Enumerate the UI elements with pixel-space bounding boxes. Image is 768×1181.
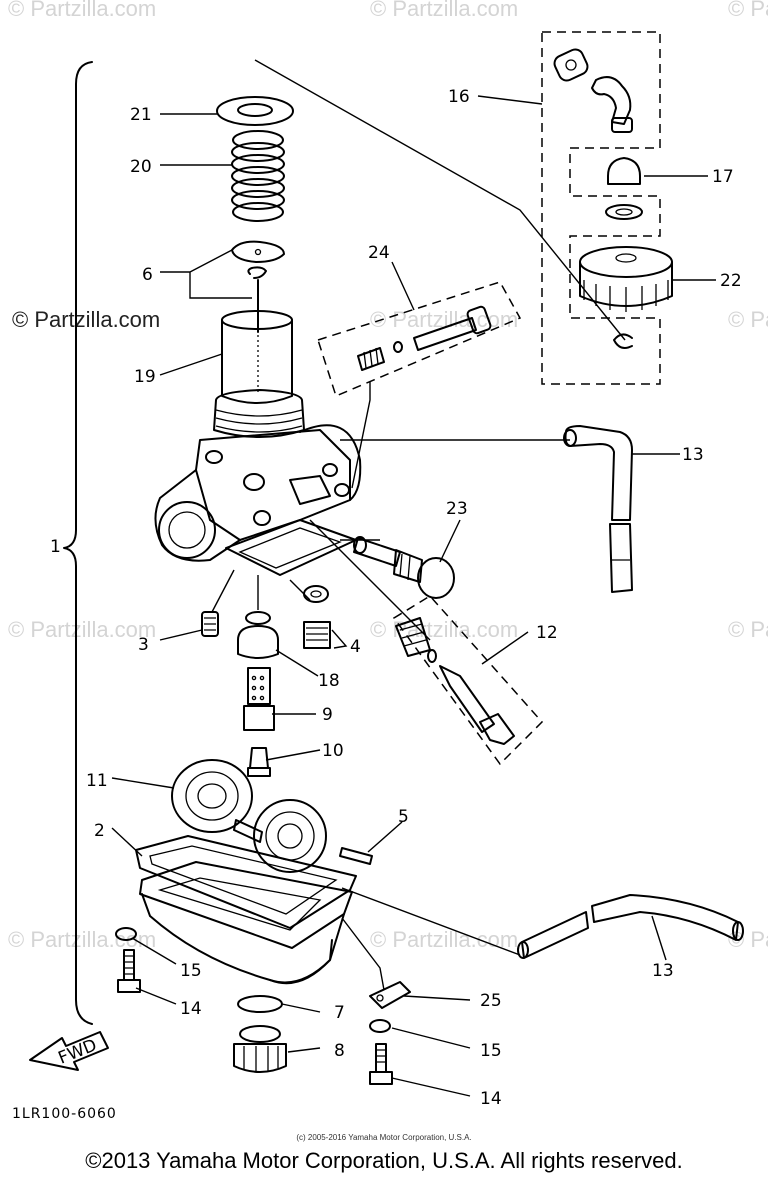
part-13-hose-upper [563,425,633,593]
copyright-notice: ©2013 Yamaha Motor Corporation, U.S.A. A… [85,1148,683,1173]
label-part-23: 23 [446,499,468,519]
part-18-holder [237,611,279,659]
label-part-25: 25 [480,991,502,1011]
label-part-18: 18 [318,671,340,691]
watermark: © Partzilla.com [8,0,156,21]
label-part-19: 19 [134,367,156,387]
leader-line [254,59,626,341]
label-part-13: 13 [652,961,674,981]
part-3-jet [201,611,219,637]
leader-line [341,917,385,991]
part-12-throttle-stop-screw [392,595,544,766]
label-part-14: 14 [180,999,202,1019]
part-5-float-pin [339,847,373,865]
label-part-15: 15 [480,1041,502,1061]
part-25-bracket [369,981,411,1009]
part-8-drain-plug [233,1025,287,1073]
label-part-16: 16 [448,87,470,107]
float-bowl [139,861,353,985]
part-24-pilot-screw [317,281,522,398]
leader-line [289,579,311,601]
part-4-pilot-jet [303,585,331,649]
part-14-screw [117,949,141,993]
label-part-7: 7 [334,1003,345,1023]
small-copyright: (c) 2005-2016 Yamaha Motor Corporation, … [296,1133,471,1142]
label-part-17: 17 [712,167,734,187]
watermark: © Partzilla.com [370,0,518,21]
part-7-o-ring [237,995,283,1013]
part-13-hose-lower [517,894,744,959]
label-part-20: 20 [130,157,152,177]
part-15-washer [115,927,137,941]
label-part-12: 12 [536,623,558,643]
part-2-gasket [135,835,357,929]
top-clip [613,333,633,349]
part-21-washer [216,96,294,126]
label-part-6: 6 [142,265,153,285]
part-23-starter-plunger [353,536,455,599]
watermark: © Partzilla.com [728,307,768,332]
fwd-arrow: FWD [29,1031,109,1071]
diagram-code: 1LR100-6060 [12,1106,117,1122]
watermark-layer: © Partzilla.com © Partzilla.com © Partzi… [8,0,768,952]
part-17-cap [605,157,643,220]
part-19-throttle-valve [221,310,293,404]
leader-line [211,569,235,613]
carburetor-body [154,389,362,576]
part-14-screw [369,1043,393,1085]
label-part-15: 15 [180,961,202,981]
part-20-spring [231,130,285,222]
label-part-14: 14 [480,1089,502,1109]
watermark: © Partzilla.com [370,617,518,642]
label-part-24: 24 [368,243,390,263]
group-box-16 [541,31,661,385]
watermark: © Partzilla.com [728,617,768,642]
leader-line [341,887,521,956]
assembly-bracket [63,61,93,1025]
part-15-washer [369,1019,391,1033]
label-part-22: 22 [720,271,742,291]
part-10-main-jet [247,747,271,777]
label-part-9: 9 [322,705,333,725]
label-part-2: 2 [94,821,105,841]
label-part-21: 21 [130,105,152,125]
part-16-cable-adjuster [553,48,633,133]
part-9-needle-jet [243,667,275,731]
label-part-10: 10 [322,741,344,761]
part-6-plate-clip [231,240,285,279]
label-part-3: 3 [138,635,149,655]
watermark: © Partzilla.com [12,307,160,332]
label-part-8: 8 [334,1041,345,1061]
label-leaders [111,95,716,1097]
leader-line [351,382,371,489]
watermark: © Partzilla.com [728,0,768,21]
label-part-13: 13 [682,445,704,465]
label-part-4: 4 [350,637,361,657]
part-labels: 1 2 3 4 5 6 7 8 9 10 11 12 13 13 14 14 1… [50,87,742,1109]
label-part-11: 11 [86,771,108,791]
leader-line [309,519,431,641]
label-part-1: 1 [50,537,61,557]
watermark: © Partzilla.com [8,617,156,642]
label-part-5: 5 [398,807,409,827]
watermark: © Partzilla.com [370,927,518,952]
